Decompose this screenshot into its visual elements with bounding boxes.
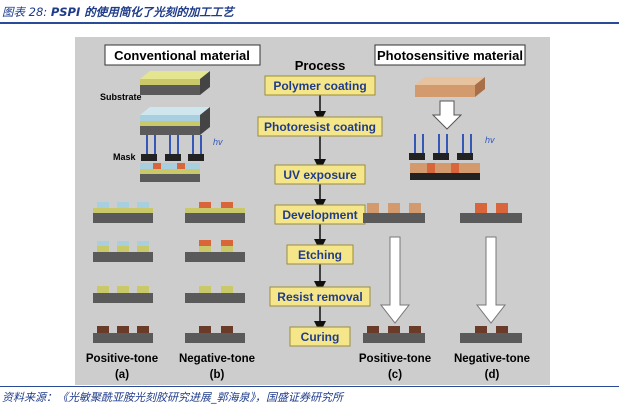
- process-diagram: Conventional material Photosensitive mat…: [75, 37, 550, 385]
- step-1: Polymer coating: [264, 75, 376, 96]
- uv-arrows-left: [146, 135, 202, 154]
- hollow-arrow-top: [431, 100, 463, 130]
- step-4-label: Development: [282, 208, 357, 222]
- col-a-development: [93, 202, 153, 223]
- panel-c: (c): [388, 369, 402, 381]
- hv-label-left: hv: [213, 137, 223, 147]
- col-d-development: [460, 203, 522, 223]
- step-1-label: Polymer coating: [273, 79, 366, 93]
- step-6-label: Resist removal: [277, 290, 362, 304]
- col-b-curing: [185, 326, 245, 343]
- hollow-arrow-c: [379, 236, 411, 324]
- tone-c: Positive-tone: [359, 353, 431, 365]
- hv-label-right: hv: [485, 135, 495, 145]
- right-header-box: [374, 44, 526, 66]
- substrate-stack: [140, 71, 210, 95]
- step-2-label: Photoresist coating: [264, 120, 376, 134]
- step-5-label: Etching: [298, 248, 342, 262]
- col-b-development: [185, 202, 245, 223]
- col-c-development: [363, 203, 425, 223]
- step-7-label: Curing: [301, 330, 340, 344]
- step-6: Resist removal: [269, 286, 371, 307]
- col-a-curing: [93, 326, 153, 343]
- tone-a: Positive-tone: [86, 353, 158, 365]
- hollow-arrow-d: [475, 236, 507, 324]
- col-d-curing: [460, 326, 522, 343]
- step-4: Development: [274, 204, 366, 225]
- source-rule: [0, 386, 619, 387]
- left-header-box: [104, 44, 261, 66]
- photoresist-stack: [140, 107, 210, 135]
- panel-d: (d): [485, 369, 500, 381]
- process-diagram-svg: Conventional material Photosensitive mat…: [86, 44, 530, 381]
- step-3: UV exposure: [274, 164, 366, 185]
- process-title: Process: [295, 58, 346, 73]
- step-3-label: UV exposure: [283, 168, 357, 182]
- tone-b: Negative-tone: [179, 353, 255, 365]
- mask-left: [140, 154, 204, 182]
- psp-stack: [415, 77, 485, 97]
- step-5: Etching: [286, 244, 354, 265]
- step-2: Photoresist coating: [257, 116, 383, 137]
- tone-d: Negative-tone: [454, 353, 530, 365]
- mask-right: [409, 153, 480, 180]
- substrate-label: Substrate: [100, 92, 142, 102]
- caption-title: PSPI 的使用简化了光刻的加工工艺: [50, 5, 234, 19]
- mask-label: Mask: [113, 152, 137, 162]
- col-b-etching: [185, 240, 245, 262]
- panel-a: (a): [115, 369, 129, 381]
- caption-rule: [0, 22, 619, 24]
- caption-prefix: 图表 28:: [2, 5, 48, 19]
- figure-caption: 图表 28: PSPI 的使用简化了光刻的加工工艺: [2, 4, 234, 20]
- source-note: 资料来源：《光敏聚酰亚胺光刻胶研究进展_郭海泉》，国盛证券研究所: [2, 391, 343, 404]
- panel-b: (b): [210, 369, 225, 381]
- col-a-resist-removal: [93, 286, 153, 303]
- left-header: Conventional material: [114, 48, 250, 63]
- col-b-resist-removal: [185, 286, 245, 303]
- step-7: Curing: [289, 326, 351, 347]
- uv-arrows-right: [414, 134, 472, 153]
- right-header: Photosensitive material: [377, 48, 523, 63]
- col-c-curing: [363, 326, 425, 343]
- col-a-etching: [93, 241, 153, 262]
